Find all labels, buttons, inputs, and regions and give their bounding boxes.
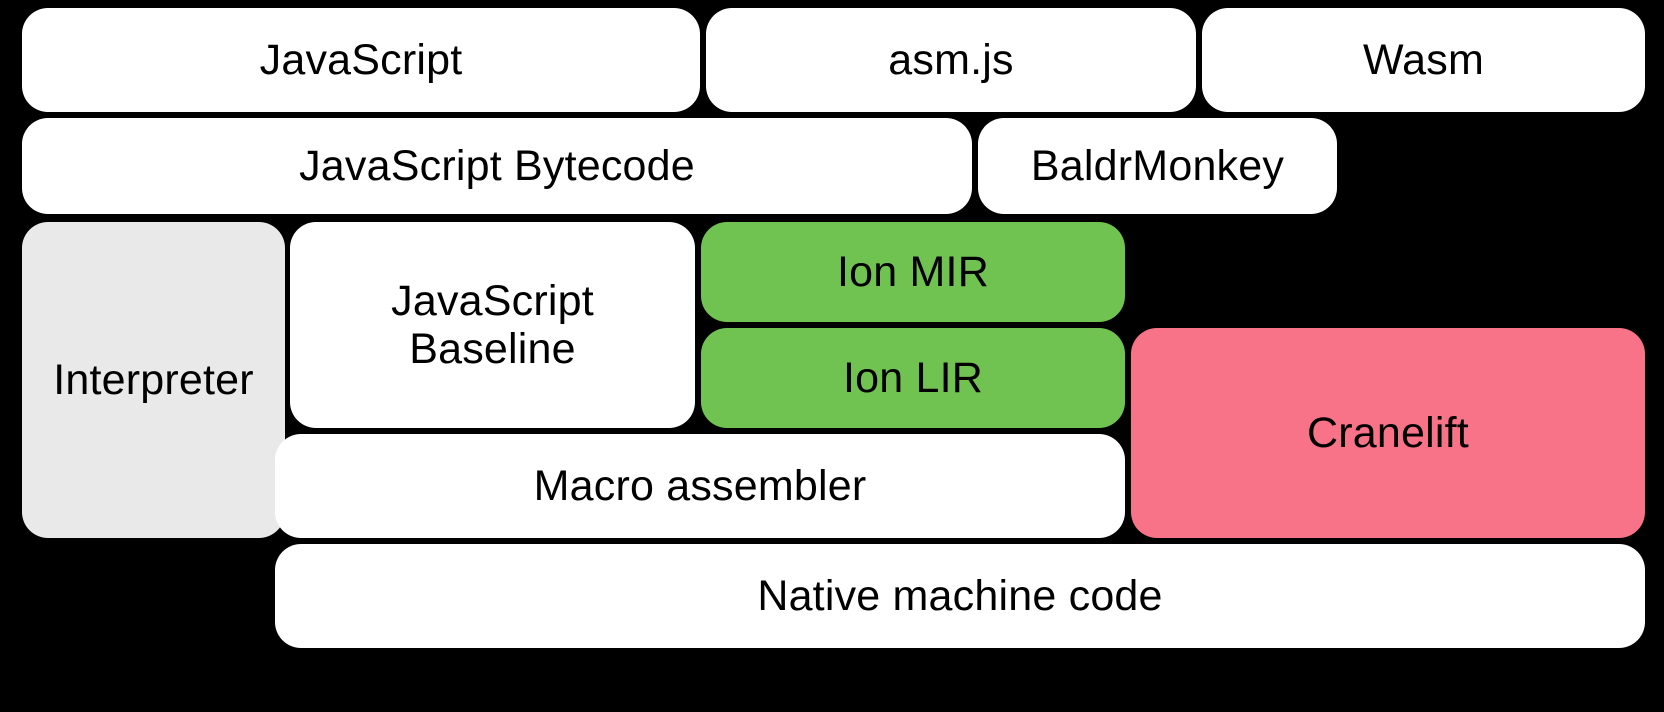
node-cranelift[interactable]: Cranelift [1131, 328, 1645, 538]
node-baldrmonkey[interactable]: BaldrMonkey [978, 118, 1337, 214]
node-macro-assembler[interactable]: Macro assembler [275, 434, 1125, 538]
node-asm-js[interactable]: asm.js [706, 8, 1196, 112]
node-javascript-baseline[interactable]: JavaScript Baseline [290, 222, 695, 428]
node-ion-mir[interactable]: Ion MIR [701, 222, 1125, 322]
node-javascript[interactable]: JavaScript [22, 8, 700, 112]
node-ion-lir[interactable]: Ion LIR [701, 328, 1125, 428]
node-interpreter[interactable]: Interpreter [22, 222, 285, 538]
node-native-machine-code[interactable]: Native machine code [275, 544, 1645, 648]
node-wasm[interactable]: Wasm [1202, 8, 1645, 112]
node-javascript-bytecode[interactable]: JavaScript Bytecode [22, 118, 972, 214]
